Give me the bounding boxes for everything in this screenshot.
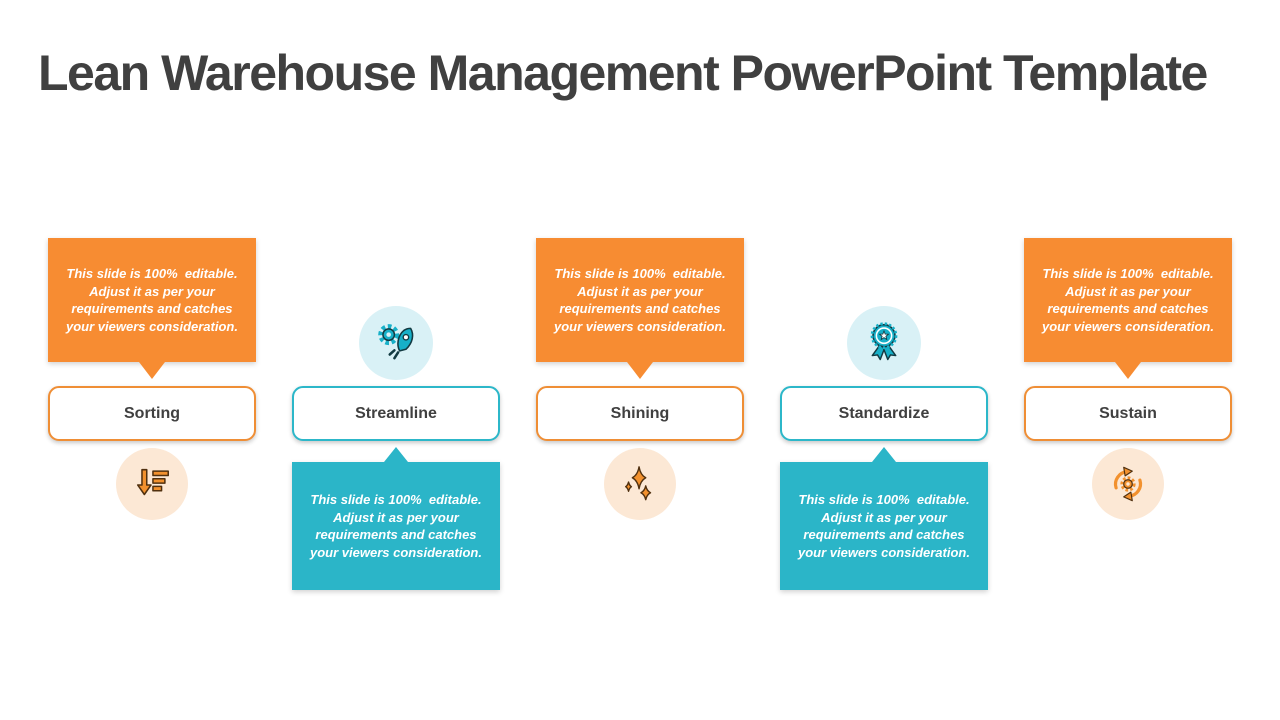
editable-note-text: This slide is 100% editable. Adjust it a…	[798, 491, 970, 561]
editable-note-callout: This slide is 100% editable. Adjust it a…	[780, 447, 988, 590]
slide-title: Lean Warehouse Management PowerPoint Tem…	[38, 45, 1208, 101]
note-line: Adjust it as per your	[1065, 283, 1191, 299]
standardize-icon-circle	[847, 306, 921, 380]
streamline-icon-circle	[359, 306, 433, 380]
editable-note-text: This slide is 100% editable. Adjust it a…	[66, 265, 238, 335]
note-line: requirements and catches	[1047, 301, 1209, 316]
note-line: Adjust it as per your	[333, 509, 459, 525]
stage-label-text: Streamline	[355, 404, 437, 422]
cycle-gear-icon	[1113, 466, 1143, 502]
column-shining: This slide is 100% editable. Adjust it a…	[536, 0, 744, 720]
stage-label-text: Shining	[610, 404, 670, 422]
editable-note-callout: This slide is 100% editable. Adjust it a…	[48, 238, 256, 379]
note-line: This slide is 100% editable.	[554, 266, 726, 281]
editable-note-callout: This slide is 100% editable. Adjust it a…	[536, 238, 744, 379]
note-line: your viewers consideration.	[554, 318, 726, 334]
note-line: requirements and catches	[803, 527, 965, 542]
column-standardize: Standardize This slide is 100% editable.…	[780, 0, 988, 720]
stage-label-sorting: Sorting	[48, 386, 256, 441]
note-line: requirements and catches	[71, 301, 233, 316]
column-sustain: This slide is 100% editable. Adjust it a…	[1024, 0, 1232, 720]
note-line: This slide is 100% editable.	[66, 266, 238, 281]
stage-label-text: Standardize	[838, 404, 930, 422]
note-line: your viewers consideration.	[1042, 318, 1214, 334]
note-line: Adjust it as per your	[89, 283, 215, 299]
sparkles-icon	[624, 466, 652, 501]
sorting-icon-circle	[116, 448, 188, 520]
note-line: requirements and catches	[315, 527, 477, 542]
editable-note-text: This slide is 100% editable. Adjust it a…	[1042, 265, 1214, 335]
note-line: requirements and catches	[559, 301, 721, 316]
stage-label-sustain: Sustain	[1024, 386, 1232, 441]
rocket-gear-icon	[378, 324, 414, 360]
editable-note-callout: This slide is 100% editable. Adjust it a…	[1024, 238, 1232, 379]
sort-descending-icon	[136, 468, 169, 496]
note-line: This slide is 100% editable.	[1042, 266, 1214, 281]
note-line: Adjust it as per your	[577, 283, 703, 299]
note-line: This slide is 100% editable.	[798, 492, 970, 507]
note-line: Adjust it as per your	[821, 509, 947, 525]
note-line: your viewers consideration.	[310, 544, 482, 560]
stage-label-text: Sorting	[124, 404, 180, 422]
column-streamline: Streamline This slide is 100% editable. …	[292, 0, 500, 720]
stage-label-streamline: Streamline	[292, 386, 500, 441]
shining-icon-circle	[604, 448, 676, 520]
editable-note-callout: This slide is 100% editable. Adjust it a…	[292, 447, 500, 590]
editable-note-text: This slide is 100% editable. Adjust it a…	[554, 265, 726, 335]
editable-note-text: This slide is 100% editable. Adjust it a…	[310, 491, 482, 561]
column-sorting: This slide is 100% editable. Adjust it a…	[48, 0, 256, 720]
sustain-icon-circle	[1092, 448, 1164, 520]
stage-label-standardize: Standardize	[780, 386, 988, 441]
award-ribbon-icon	[870, 322, 898, 361]
note-line: your viewers consideration.	[798, 544, 970, 560]
note-line: This slide is 100% editable.	[310, 492, 482, 507]
stage-label-text: Sustain	[1099, 404, 1157, 422]
note-line: your viewers consideration.	[66, 318, 238, 334]
stage-label-shining: Shining	[536, 386, 744, 441]
